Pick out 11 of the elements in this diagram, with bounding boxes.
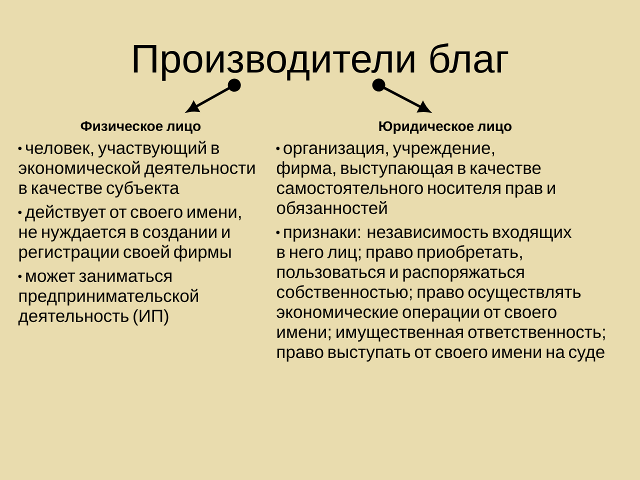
node-label: Физическое лицо bbox=[80, 121, 201, 134]
node-label: Юридическое лицо bbox=[379, 121, 512, 134]
node-label: организация, учреждение, фирма, выступающая в качестве самостоятельного носителя прав и обязанностей bbox=[276, 144, 556, 214]
text-column: Физическое лицо человек, участвующий в экономической деятельности в качестве субъекта действует от своего имени, не нуждается в создании и регистрации своей фирмы может заниматься предпринимательской деятельность (ИП) bbox=[18, 121, 255, 326]
title-text: Производители благ bbox=[134, 43, 508, 81]
text-column: Юридическое лицо организация, учреждение, фирма, выступающая в качестве самостоятельного носителя прав и обязанностей признаки: независимость входящих в него лиц; право приобретать, пользоваться и распоряжаться собственностью; право осуществлять экономические операции от своего имени; имущественная ответственность; право выступать от своего имени на суде bbox=[276, 121, 605, 362]
node-label: действует от своего имени, не нуждается в создании и регистрации своей фирмы bbox=[19, 204, 241, 262]
node-label: может заниматься предпринимательской деятельность (ИП) bbox=[18, 272, 198, 326]
arrow bbox=[186, 78, 241, 112]
node-label: признаки: независимость входящих в него лиц; право приобретать, пользоваться и распоряжаться собственностью; право осуществлять экономические операции от своего имени; имущественная ответственность; право выступать от своего имени на суде bbox=[276, 228, 605, 362]
arrow bbox=[372, 78, 430, 112]
